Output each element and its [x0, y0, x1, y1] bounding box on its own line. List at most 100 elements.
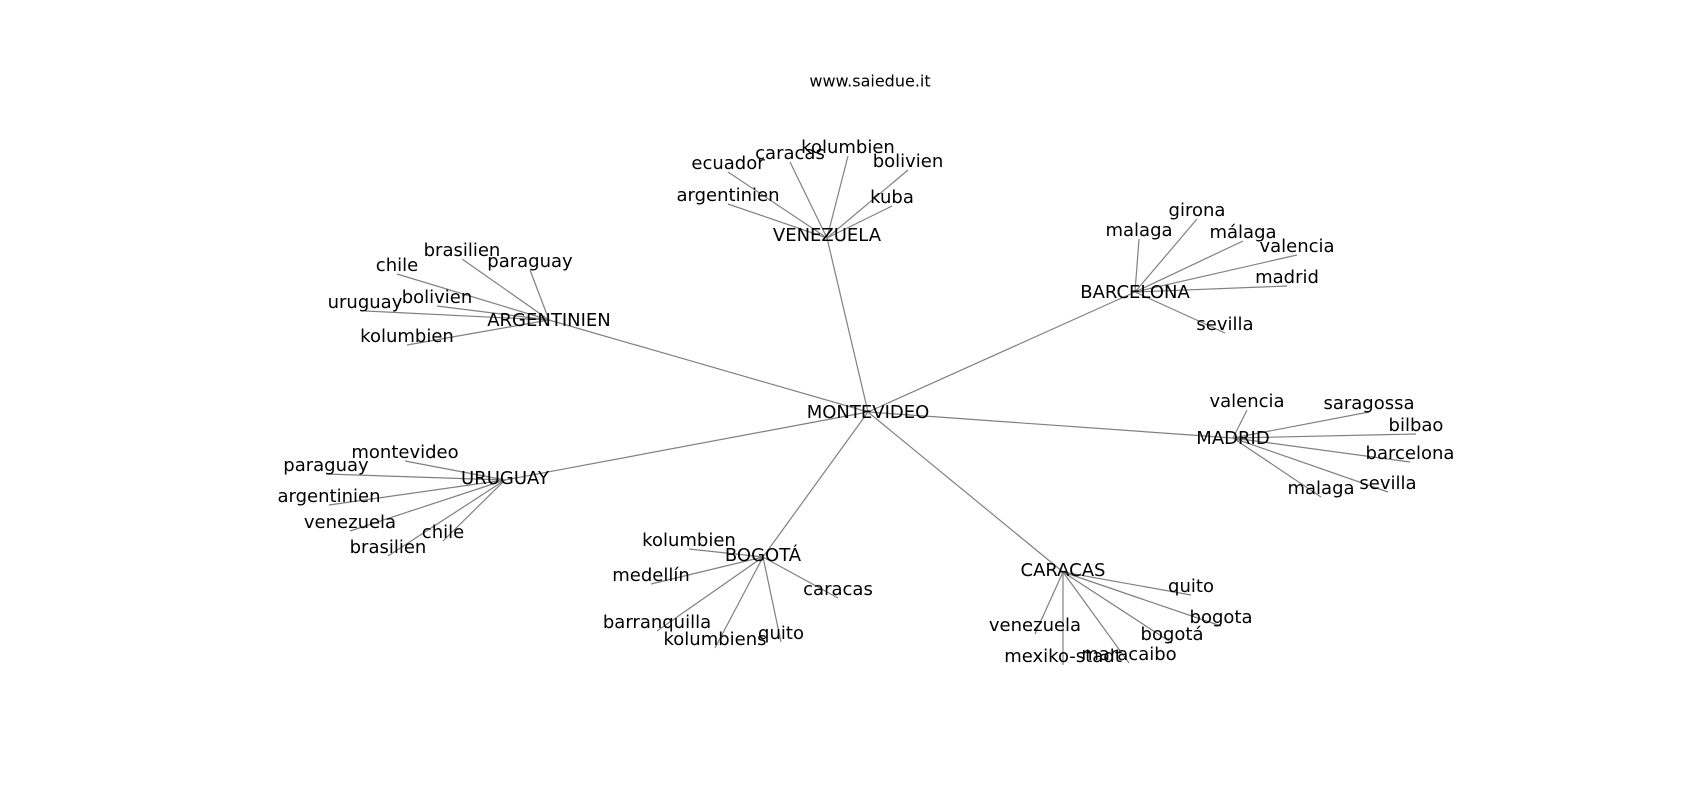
neighbor-node-label: valencia: [1209, 391, 1284, 412]
neighbor-node-label: mexiko-stadt: [1004, 646, 1122, 667]
hub-node-label: URUGUAY: [461, 468, 550, 489]
hub-node-label: MADRID: [1196, 428, 1269, 449]
neighbor-node-label: argentinien: [677, 185, 780, 206]
neighbor-node-label: kuba: [870, 187, 914, 208]
neighbor-node-label: uruguay: [328, 292, 403, 313]
edge-hub-neighbor: [826, 205, 893, 239]
edge-hub-neighbor: [1062, 571, 1222, 627]
edge-hub-neighbor: [1134, 285, 1288, 293]
neighbor-node-label: venezuela: [304, 512, 396, 533]
neighbor-node-label: bolivien: [873, 151, 944, 172]
edge-hub-neighbor: [325, 473, 506, 481]
neighbor-node-label: bogotá: [1141, 624, 1204, 645]
label-layer: MONTEVIDEOVENEZUELAecuadorcaracaskolumbi…: [278, 137, 1455, 667]
edge-hub-neighbor: [1232, 433, 1417, 439]
neighbor-node-label: medellín: [612, 565, 690, 586]
neighbor-node-label: maracaibo: [1081, 644, 1176, 665]
edge-hub-neighbor: [688, 548, 764, 558]
edge-hub-neighbor: [727, 203, 828, 239]
neighbor-node-label: brasilien: [350, 537, 427, 558]
neighbor-node-label: ecuador: [691, 153, 765, 174]
edge-hub-neighbor: [826, 169, 909, 239]
edge-center-hub: [867, 291, 1136, 413]
edge-hub-neighbor: [461, 258, 550, 321]
edge-hub-neighbor: [714, 556, 764, 649]
edge-hub-neighbor: [349, 479, 506, 532]
edge-hub-neighbor: [1134, 240, 1244, 293]
edge-center-hub: [548, 319, 869, 413]
neighbor-node-label: saragossa: [1323, 393, 1414, 414]
edge-hub-neighbor: [1134, 218, 1198, 293]
neighbor-node-label: malaga: [1105, 220, 1172, 241]
edge-hub-neighbor: [436, 305, 550, 321]
neighbor-node-label: sevilla: [1196, 314, 1253, 335]
neighbor-node-label: bolivien: [402, 287, 473, 308]
edge-hub-neighbor: [1034, 571, 1064, 635]
edge-hub-neighbor: [1232, 437, 1322, 498]
edge-hub-neighbor: [396, 273, 550, 321]
edge-hub-neighbor: [328, 479, 506, 506]
hub-node-label: VENEZUELA: [773, 225, 882, 246]
neighbor-node-label: barranquilla: [603, 612, 711, 633]
neighbor-node-label: brasilien: [424, 240, 501, 261]
neighbor-node-label: argentinien: [278, 486, 381, 507]
hub-node-label: BOGOTÁ: [725, 544, 802, 566]
edge-center-hub: [762, 411, 869, 558]
neighbor-node-label: kolumbien: [360, 326, 454, 347]
edge-hub-neighbor: [826, 155, 849, 239]
neighbor-node-label: bilbao: [1389, 415, 1444, 436]
edge-hub-neighbor: [650, 556, 764, 585]
hub-node-label: ARGENTINIEN: [487, 310, 611, 331]
edge-hub-neighbor: [1134, 238, 1140, 293]
neighbor-node-label: malaga: [1287, 478, 1354, 499]
neighbor-node-label: kolumbien: [642, 530, 736, 551]
edge-hub-neighbor: [1232, 411, 1370, 439]
edge-hub-neighbor: [364, 310, 550, 321]
neighbor-node-label: chile: [422, 522, 464, 543]
edge-hub-neighbor: [1062, 571, 1192, 596]
neighbor-node-label: paraguay: [283, 455, 369, 476]
edge-hub-neighbor: [529, 269, 550, 321]
edge-hub-neighbor: [1134, 254, 1298, 293]
edge-hub-neighbor: [762, 556, 839, 599]
neighbor-node-label: barcelona: [1366, 443, 1455, 464]
neighbor-node-label: quito: [1168, 576, 1214, 597]
edge-hub-neighbor: [789, 161, 828, 239]
neighbor-node-label: caracas: [755, 143, 825, 164]
edge-hub-neighbor: [762, 556, 782, 643]
neighbor-node-label: sevilla: [1359, 473, 1416, 494]
neighbor-node-label: quito: [758, 623, 804, 644]
edge-center-hub: [867, 411, 1234, 439]
neighbor-node-label: chile: [376, 255, 418, 276]
edge-hub-neighbor: [1062, 571, 1130, 664]
edge-center-hub: [504, 411, 869, 481]
edge-hub-neighbor: [404, 460, 506, 481]
neighbor-node-label: venezuela: [989, 615, 1081, 636]
hub-node-label: CARACAS: [1021, 560, 1106, 581]
neighbor-node-label: madrid: [1255, 267, 1319, 288]
neighbor-node-label: kolumbien: [801, 137, 895, 158]
edge-hub-neighbor: [387, 479, 506, 557]
edge-layer: [325, 155, 1417, 665]
graph-title: www.saiedue.it: [809, 72, 930, 91]
edge-hub-neighbor: [1062, 571, 1173, 644]
edge-center-hub: [826, 237, 869, 413]
neighbor-node-label: málaga: [1209, 222, 1276, 243]
edge-hub-neighbor: [656, 556, 764, 632]
neighbor-node-label: valencia: [1259, 236, 1334, 257]
edge-hub-neighbor: [1134, 291, 1226, 334]
edge-hub-neighbor: [1232, 409, 1248, 439]
center-node-label: MONTEVIDEO: [807, 402, 930, 423]
edge-hub-neighbor: [727, 171, 828, 239]
edge-hub-neighbor: [442, 479, 506, 542]
hub-node-label: BARCELONA: [1080, 282, 1190, 303]
neighbor-node-label: bogota: [1190, 607, 1253, 628]
edge-hub-neighbor: [406, 319, 550, 346]
neighbor-node-label: paraguay: [487, 251, 573, 272]
edge-hub-neighbor: [1232, 437, 1389, 493]
edge-center-hub: [867, 411, 1064, 573]
neighbor-node-label: girona: [1169, 200, 1226, 221]
neighbor-node-label: montevideo: [351, 442, 458, 463]
edge-hub-neighbor: [1232, 437, 1411, 463]
